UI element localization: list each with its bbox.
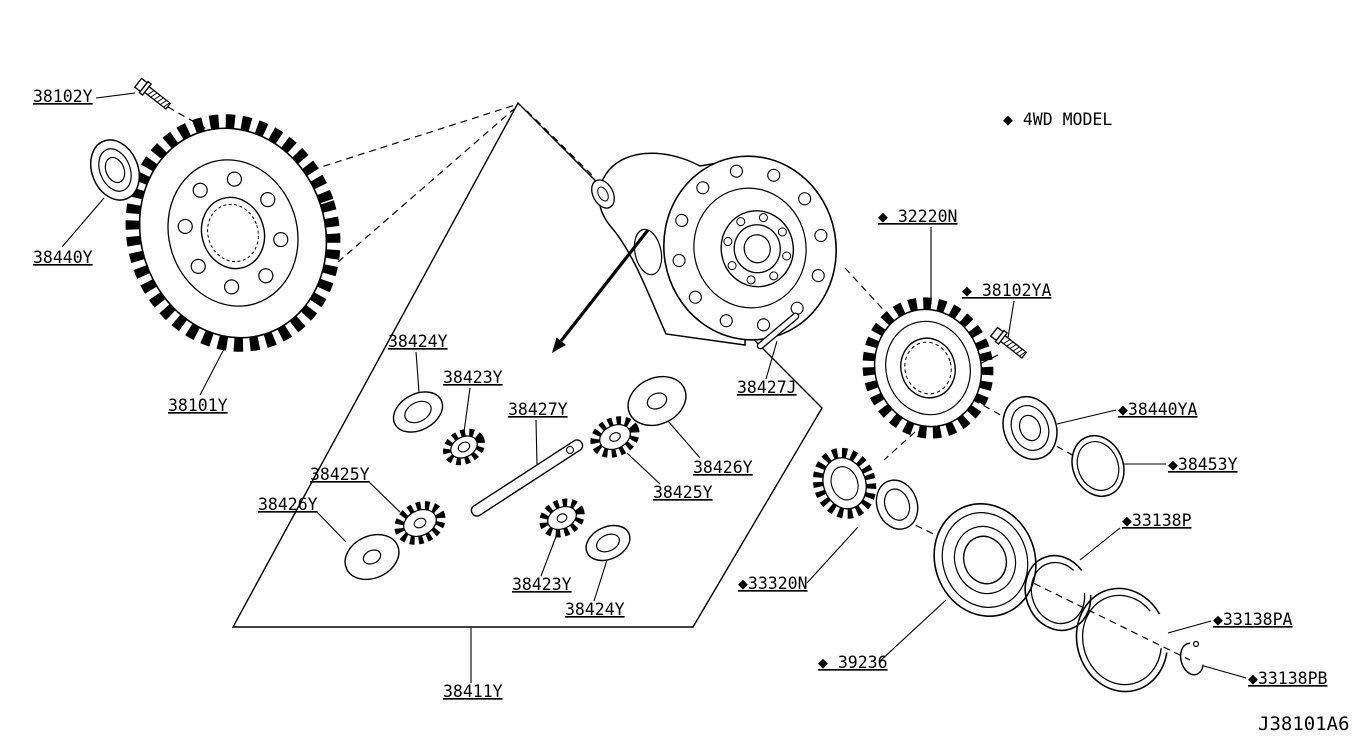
part-label-39236: ◆ 39236 — [818, 653, 888, 672]
thrust-washer-38426y-right-graphic — [627, 375, 687, 427]
part-label-38453y: ◆38453Y — [1168, 455, 1238, 474]
pinion-gear-38423y-bottom-graphic — [539, 498, 585, 538]
gear-32220n-graphic — [862, 297, 994, 439]
part-label-38425y-left: 38425Y — [310, 465, 370, 484]
part-label-33138p: ◆33138P — [1122, 511, 1192, 530]
part-label-38102y: 38102Y — [33, 87, 93, 106]
part-label-38424y-bottom: 38424Y — [565, 600, 625, 619]
bearing-39236-graphic — [933, 502, 1037, 618]
oil-seal-38440ya-graphic — [1002, 396, 1058, 460]
pinion-gear-38423y-top-graphic — [442, 428, 486, 466]
part-label-38427y: 38427Y — [508, 400, 568, 419]
drawing-code: J38101A6 — [1258, 713, 1350, 735]
washer-38424y-top-graphic — [392, 391, 444, 433]
part-label-38411y: 38411Y — [443, 682, 503, 701]
thrust-washer-38426y-left-graphic — [344, 533, 400, 581]
part-label-33320n: ◆33320N — [738, 574, 808, 593]
part-label-38426y-left: 38426Y — [258, 495, 318, 514]
part-label-33138pa: ◆33138PA — [1213, 610, 1293, 629]
lock-pin-38427j-graphic — [756, 312, 800, 350]
pinion-shaft-38427y-graphic — [470, 439, 584, 517]
gear-33320n-graphic — [812, 447, 919, 530]
part-label-38440y: 38440Y — [33, 248, 93, 267]
part-label-38423y-bottom: 38423Y — [512, 575, 572, 594]
snap-ring-33138p-graphic — [1024, 554, 1092, 632]
bolt-38102y-graphic — [133, 76, 174, 113]
oil-seal-38440y-graphic — [89, 139, 141, 201]
leader-lines — [61, 92, 1247, 683]
part-label-38102ya: ◆ 38102YA — [962, 281, 1051, 300]
differential-case-graphic — [591, 152, 837, 346]
side-gear-38425y-right-graphic — [590, 416, 640, 458]
part-label-38440ya: ◆38440YA — [1118, 400, 1198, 419]
note-4wd-model: ◆ 4WD MODEL — [1003, 110, 1112, 129]
part-label-33138pb: ◆33138PB — [1248, 669, 1328, 688]
part-label-38424y-top: 38424Y — [388, 332, 448, 351]
washer-38424y-bottom-graphic — [585, 524, 631, 562]
part-label-38427j: 38427J — [737, 378, 797, 397]
part-label-38426y-right: 38426Y — [693, 458, 753, 477]
ring-gear-38101y-graphic — [125, 114, 341, 352]
snap-ring-33138pb-graphic — [1179, 640, 1205, 676]
part-label-38425y-right: 38425Y — [653, 483, 713, 502]
part-label-38423y-top: 38423Y — [443, 368, 503, 387]
assembly-direction-arrow — [552, 229, 650, 353]
part-label-38101y: 38101Y — [168, 396, 228, 415]
snap-ring-33138pa-graphic — [1075, 587, 1169, 693]
side-gear-38425y-left-graphic — [394, 501, 446, 545]
shim-38453y-graphic — [1071, 435, 1125, 497]
part-label-32220n: ◆ 32220N — [878, 207, 957, 226]
